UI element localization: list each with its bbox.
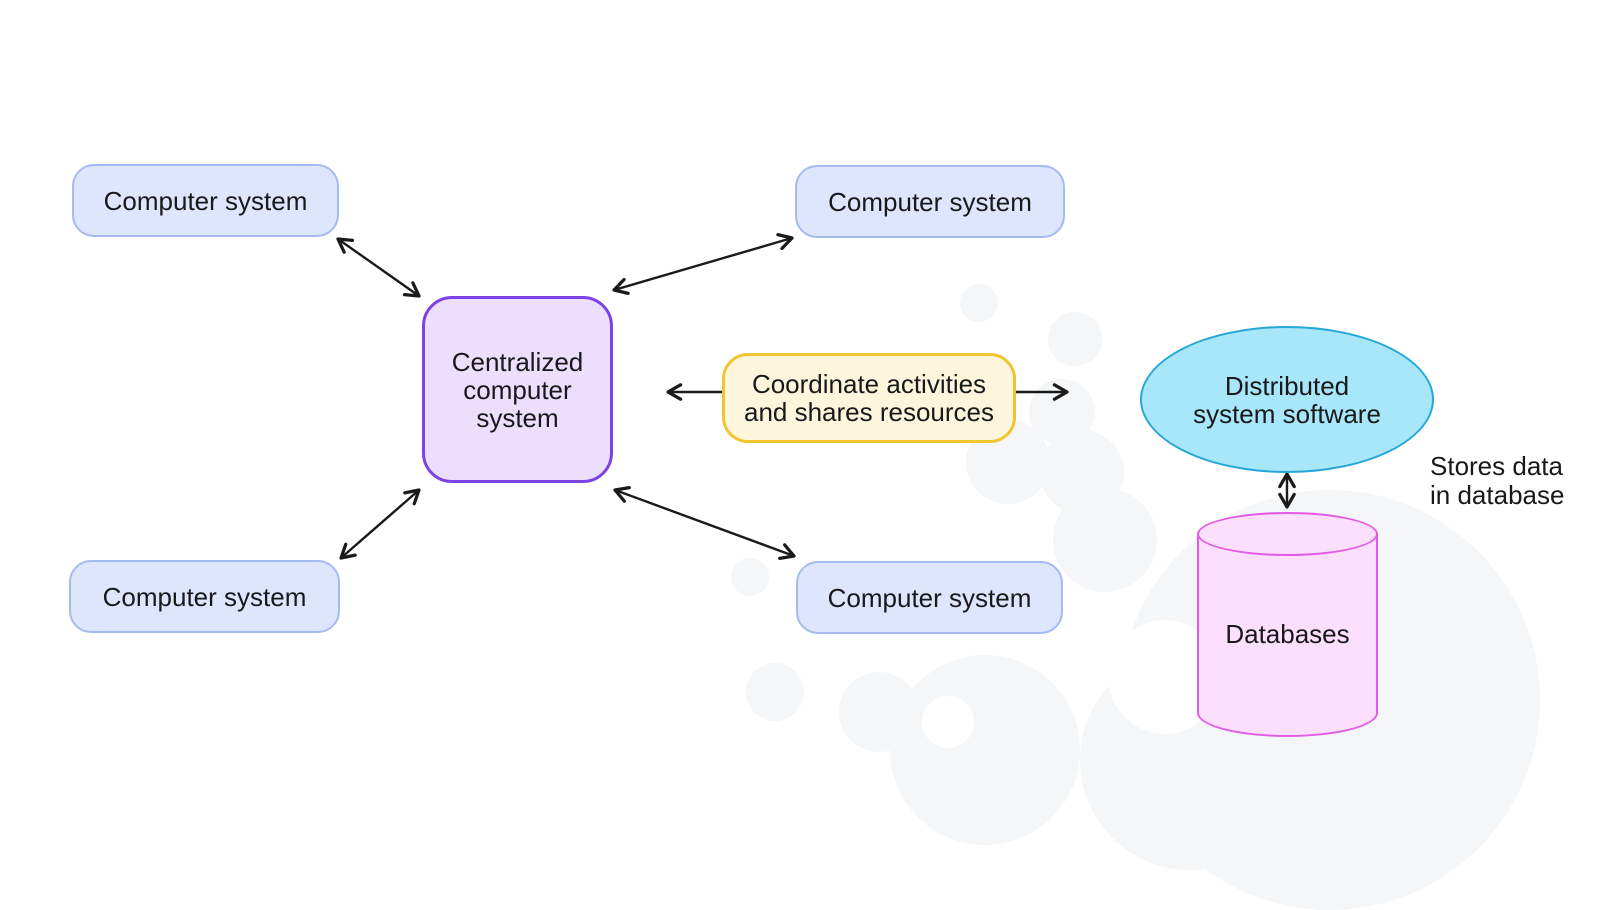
background-blob (960, 284, 998, 322)
background-blob (746, 663, 804, 721)
node-coordinate-activities: Coordinate activities and shares resourc… (722, 353, 1016, 443)
edge-central-computer-bl (339, 488, 421, 560)
node-label: Databases (1225, 619, 1350, 649)
node-databases-cylinder: Databases (1197, 534, 1378, 737)
node-distributed-system-software: Distributed system software (1140, 326, 1434, 473)
node-label: Computer system (103, 185, 308, 216)
background-blob (731, 558, 769, 596)
node-computer-system-bottom-right: Computer system (796, 561, 1063, 634)
edge-central-computer-br (613, 485, 796, 561)
diagram-canvas: Computer system Computer system Computer… (69, 164, 1565, 748)
edge-central-computer-tr (612, 233, 794, 295)
annotation-line: Stores data (1430, 451, 1563, 481)
connector-arrows (336, 233, 1296, 561)
databases-cylinder-top-icon (1197, 512, 1378, 556)
node-label-line: and shares resources (743, 397, 995, 427)
background-blob-hole (922, 696, 974, 748)
node-label-line: system software (1193, 398, 1381, 429)
node-label-line: computer (463, 374, 572, 405)
annotation-line: in database (1430, 480, 1565, 510)
node-label-line: system (476, 402, 559, 433)
node-computer-system-bottom-left: Computer system (69, 560, 340, 633)
node-label: Computer system (828, 186, 1032, 217)
node-label-line: Distributed (1224, 370, 1350, 401)
node-label-line: Coordinate activities (751, 369, 987, 399)
node-label: Computer system (102, 581, 307, 612)
stores-data-annotation: Stores data in database (1430, 452, 1564, 510)
background-blob (1048, 312, 1102, 366)
node-computer-system-top-left: Computer system (72, 164, 339, 237)
edge-central-computer-tl (336, 237, 421, 298)
node-label-line: Centralized (451, 346, 584, 377)
background-blob (1053, 488, 1157, 592)
node-centralized-computer-system: Centralized computer system (422, 296, 613, 483)
node-computer-system-top-right: Computer system (795, 165, 1065, 238)
node-label: Computer system (827, 582, 1032, 613)
